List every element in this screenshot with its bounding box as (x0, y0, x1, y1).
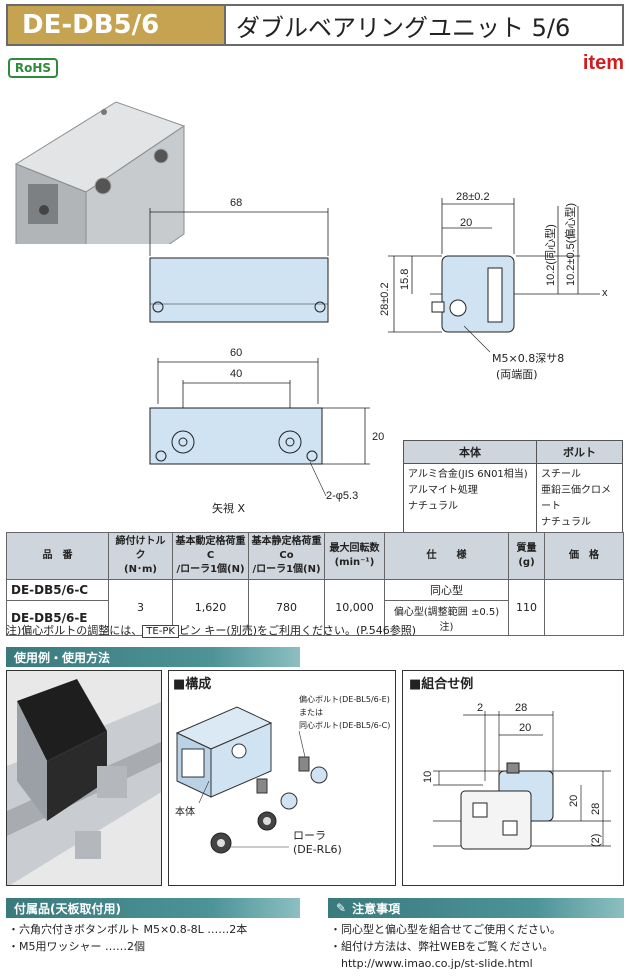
bolt-icon (298, 756, 328, 784)
top-view-body (149, 257, 329, 323)
x-mark: x (602, 287, 608, 299)
dim-20: 20 (372, 431, 384, 443)
col-price: 価 格 (544, 532, 624, 580)
combo-dim-v28: 28 (590, 803, 602, 815)
combo-profile (460, 790, 532, 850)
spec-table: 品 番 締付けトルク(N･m) 基本動定格荷重 C/ローラ1個(N) 基本静定格… (6, 532, 624, 636)
accessories-list: ・六角穴付きボタンボルト M5×0.8-8L ……2本 ・M5用ワッシャー ……… (8, 921, 247, 955)
product-title: ダブルベアリングユニット 5/6 (236, 13, 571, 42)
spec-e: 偏心型(調整範囲 ±0.5)注) (384, 600, 509, 636)
bolt-icon (256, 778, 298, 810)
roller-label: ローラ (DE-RL6) (293, 829, 342, 856)
pencil-icon: ✎ (336, 901, 347, 915)
col-static: 基本静定格荷重 Co/ローラ1個(N) (248, 532, 325, 580)
bolt-labels: 偏心ボルト(DE-BL5/6-E) または 同心ボルト(DE-BL5/6-C) (299, 695, 391, 730)
static-value: 780 (248, 579, 325, 636)
dim-28-height: 28±0.2 (379, 282, 391, 316)
col-part: 品 番 (6, 532, 109, 580)
model-number: DE-DB5/6 (8, 6, 226, 44)
material-body-cell: アルミ合金(JIS 6N01相当) アルマイト処理 ナチュラル (403, 463, 537, 535)
bolt-icon (153, 148, 169, 164)
body-label: 本体 (175, 807, 195, 818)
dim-28-top: 28±0.2 (456, 191, 490, 203)
col-dynamic: 基本動定格荷重 C/ローラ1個(N) (172, 532, 249, 580)
dimension-drawing: 68 60 40 20 2-φ5.3 矢視 X 28±0.2 20 28±0.2… (149, 191, 608, 515)
combo-dim-v2: (2) (590, 834, 602, 847)
col-torque: 締付けトルク(N･m) (108, 532, 173, 580)
profile-slot (28, 184, 58, 224)
view-x-label: 矢視 X (212, 501, 245, 515)
combo-dim-2: 2 (477, 702, 483, 714)
caution-item: ・同心型と偏心型を組合せてご使用ください。 (330, 923, 561, 936)
side-view-profile (441, 255, 515, 333)
accessory-item: ・六角穴付きボタンボルト M5×0.8-8L ……2本 (8, 923, 248, 936)
combo-dim-28: 28 (515, 702, 527, 714)
dim-40: 40 (230, 368, 242, 380)
te-pk-tag: TE-PK (142, 625, 179, 638)
bolt-icon (94, 177, 112, 195)
model-c: DE-DB5/6-C (6, 579, 109, 601)
rohs-badge: RoHS (8, 58, 58, 78)
material-header-bolt: ボルト (536, 440, 623, 464)
product-illustration (14, 101, 186, 244)
model-e: DE-DB5/6-E (6, 600, 109, 636)
accessory-item: ・M5用ワッシャー ……2個 (8, 940, 145, 953)
dim-ecc-con: 10.2(同心型) (543, 224, 557, 286)
caution-bar: ✎注意事項 (328, 898, 624, 918)
dim-20-side: 20 (460, 217, 472, 229)
material-bolt-cell: スチール 亜鉛三価クロメート ナチュラル (536, 463, 623, 535)
brand-logo: item (582, 52, 624, 74)
structure-panel: ■構成 偏心ボルト(DE-BL5/6-E) または 同心ボルト(DE-BL5/6… (168, 670, 396, 886)
dim-68: 68 (230, 197, 242, 209)
dim-15-8: 15.8 (399, 269, 411, 290)
thread-label: M5×0.8深サ8 (492, 352, 564, 365)
usage-photo (6, 670, 162, 886)
page-header: DE-DB5/6 ダブルベアリングユニット 5/6 (6, 4, 624, 46)
combo-dim-v20: 20 (568, 795, 580, 807)
thread-note: (両端面) (496, 368, 538, 381)
speed-value: 10,000 (324, 579, 385, 636)
bottom-view-body (149, 407, 323, 465)
combo-dim-20: 20 (519, 722, 531, 734)
col-mass: 質量(g) (508, 532, 545, 580)
dim-ecc: 10.2±0.5(偏心型) (563, 203, 577, 286)
dynamic-value: 1,620 (172, 579, 249, 636)
col-speed: 最大回転数(min⁻¹) (324, 532, 385, 580)
combination-title: ■組合せ例 (409, 677, 474, 692)
usage-section-bar: 使用例・使用方法 (6, 647, 300, 667)
price-value (544, 579, 624, 636)
structure-title: ■構成 (173, 677, 212, 692)
material-header-body: 本体 (403, 440, 537, 464)
mass-value: 110 (508, 579, 545, 636)
col-spec: 仕 様 (384, 532, 509, 580)
accessories-bar: 付属品(天板取付用) (6, 898, 300, 918)
dim-60: 60 (230, 347, 242, 359)
caution-url[interactable]: http://www.imao.co.jp/st-slide.html (330, 957, 533, 970)
combination-panel: ■組合せ例 2 28 20 10 20 28 (2) (402, 670, 624, 886)
material-table: 本体ボルト アルミ合金(JIS 6N01相当) アルマイト処理 ナチュラル スチ… (403, 440, 623, 535)
dim-hole: 2-φ5.3 (326, 490, 358, 502)
combo-dim-10: 10 (422, 771, 434, 783)
caution-list: ・同心型と偏心型を組合せてご使用ください。 ・組付け方法は、弊社WEBをご覧くだ… (330, 921, 561, 972)
caution-item: ・組付け方法は、弊社WEBをご覧ください。 (330, 940, 554, 953)
spec-c: 同心型 (384, 579, 509, 601)
